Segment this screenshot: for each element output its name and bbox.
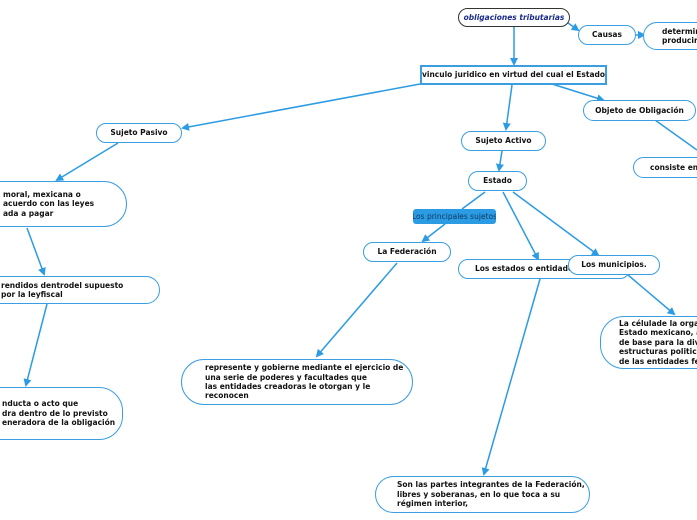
edge-def-comprendidos — [26, 227, 46, 276]
node-root[interactable]: obligaciones tributarias — [458, 8, 570, 27]
edge-estado-principales — [461, 191, 486, 210]
node-comprendidos[interactable]: rendidos dentrodel supuesto por la leyfi… — [0, 276, 160, 304]
edge-objeto-consiste — [654, 119, 697, 151]
edge-root-causas — [567, 22, 580, 32]
node-municipios-definicion[interactable]: La célulade la organ Estado mexicano, al… — [600, 316, 697, 369]
node-determina[interactable]: determina producir — [643, 22, 697, 50]
node-vinculo[interactable]: vinculo juridico en virtud del cual el E… — [420, 65, 607, 85]
edge-comprendidos-conducta — [23, 303, 48, 387]
edge-vinculo-activo — [502, 84, 513, 131]
node-sujeto-pasivo[interactable]: Sujeto Pasivo — [96, 123, 182, 143]
node-consiste[interactable]: consiste en l — [633, 157, 697, 178]
edge-estado-estados — [502, 191, 539, 261]
node-sujeto-activo[interactable]: Sujeto Activo — [461, 131, 546, 151]
edge-vinculo-pasivo — [181, 83, 421, 131]
node-pasivo-definicion[interactable]: moral, mexicana o acuerdo con las leyes … — [0, 181, 127, 227]
node-objeto-obligacion[interactable]: Objeto de Obligación — [583, 100, 696, 121]
node-federacion[interactable]: La Federación — [363, 242, 451, 262]
node-estados-definicion[interactable]: Son las partes integrantes de la Federac… — [375, 476, 590, 513]
edge-principales-federacion — [421, 223, 446, 243]
node-municipios[interactable]: Los municipios. — [568, 255, 660, 275]
edge-estados-def — [481, 278, 541, 476]
node-estado[interactable]: Estado — [468, 171, 527, 191]
node-causas[interactable]: Causas — [578, 25, 636, 45]
node-conducta[interactable]: nducta o acto que dra dentro de lo previ… — [0, 387, 123, 440]
edge-municipios-def — [627, 274, 676, 316]
edge-estado-municipios — [512, 191, 600, 257]
node-federacion-definicion[interactable]: represente y gobierne mediante el ejerci… — [181, 359, 413, 405]
edge-pasivo-def — [55, 142, 119, 182]
label-principales-sujetos: Los principales sujetos — [413, 209, 496, 224]
edge-vinculo-objeto — [551, 83, 605, 103]
edge-activo-estado — [495, 150, 504, 172]
edge-federacion-def — [315, 262, 398, 358]
